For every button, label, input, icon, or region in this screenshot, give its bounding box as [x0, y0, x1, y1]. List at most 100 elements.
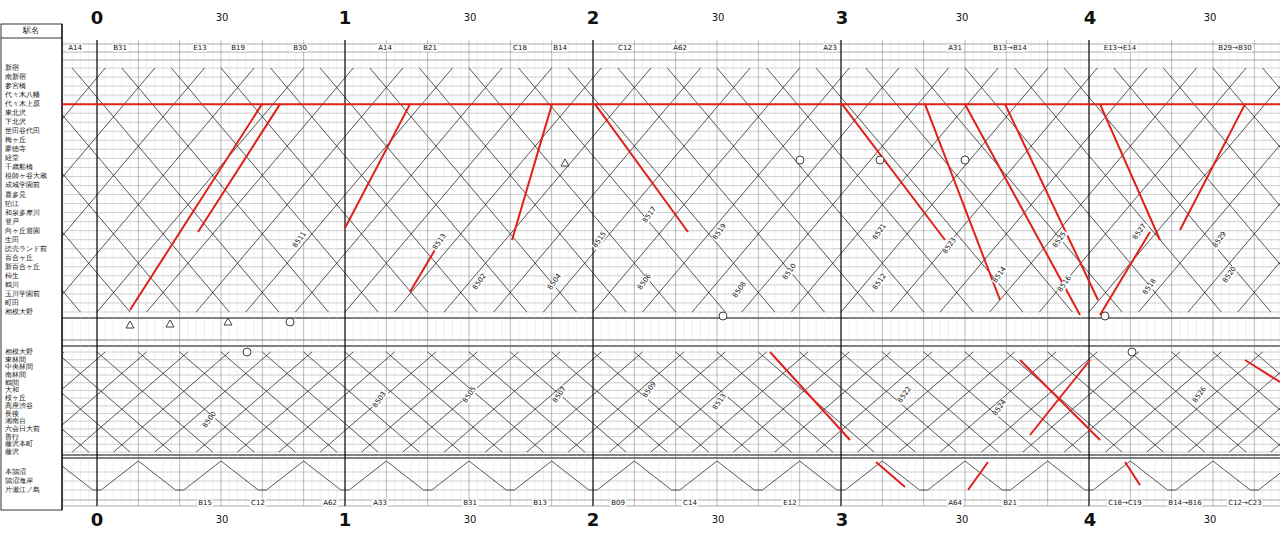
- hour-label: 4: [1083, 9, 1098, 27]
- station-name: 玉川学園前: [4, 290, 41, 297]
- station-name: 和泉多摩川: [4, 209, 41, 216]
- train-code: C12→C23: [1227, 500, 1262, 507]
- train-code: A14: [377, 45, 393, 52]
- station-name: 桜ヶ丘: [4, 395, 27, 402]
- station-name: 新百合ヶ丘: [4, 263, 41, 270]
- train-number: 8529: [1211, 230, 1228, 250]
- hour-label: 1: [338, 511, 353, 529]
- train-number: 8507: [551, 385, 568, 405]
- train-code: B31: [462, 500, 478, 507]
- train-number: 8523: [941, 236, 958, 256]
- train-number: 8515: [591, 230, 608, 250]
- station-name: 善行: [4, 433, 20, 440]
- hour-label: 2: [586, 511, 601, 529]
- hour-label: 30: [215, 515, 230, 525]
- station-name: 六会日大前: [4, 426, 41, 433]
- station-name: 相模大野: [4, 309, 34, 316]
- hour-label: 30: [711, 13, 726, 23]
- train-number: 8511: [291, 230, 308, 250]
- hour-label: 30: [1203, 515, 1218, 525]
- red-train-path: [62, 103, 1280, 105]
- train-paths: [62, 352, 1280, 452]
- train-number: 8508: [731, 280, 748, 300]
- station-name: 世田谷代田: [4, 128, 41, 135]
- train-code: B14→B16: [1167, 500, 1202, 507]
- station-name: 向ヶ丘遊園: [4, 227, 41, 234]
- station-name: 中央林間: [4, 364, 34, 371]
- train-code: B15: [197, 500, 213, 507]
- train-code: A31: [947, 45, 963, 52]
- train-number: 8522: [896, 385, 913, 405]
- station-name: 喜多見: [4, 191, 27, 198]
- stop-circles: [243, 156, 1136, 356]
- train-code: B19: [230, 45, 246, 52]
- train-paths: [62, 461, 1280, 490]
- station-name: 藤沢本町: [4, 441, 34, 448]
- station-name: 代々木上原: [4, 101, 41, 108]
- train-number: 8517: [641, 205, 658, 225]
- station-name: 長後: [4, 410, 20, 417]
- station-name: 代々木八幡: [4, 92, 41, 99]
- station-name: 生田: [4, 236, 20, 243]
- train-code: C12: [617, 45, 633, 52]
- train-number: 8509: [641, 380, 658, 400]
- time-grid: [64, 40, 1279, 506]
- train-code: A14: [67, 45, 83, 52]
- train-number: 8520: [1221, 265, 1238, 285]
- train-code: C18→C19: [1107, 500, 1142, 507]
- station-name: 片瀬江ノ島: [4, 487, 41, 494]
- train-number: 8516: [1056, 274, 1073, 294]
- train-code: B21: [422, 45, 438, 52]
- train-number: 8526: [1191, 385, 1208, 405]
- train-number: 8513: [711, 392, 728, 412]
- hour-label: 30: [711, 515, 726, 525]
- red-train-paths: [130, 104, 1280, 490]
- train-code: E12: [782, 500, 797, 507]
- station-name: 高座渋谷: [4, 403, 34, 410]
- hour-label: 30: [215, 13, 230, 23]
- station-name: 鶴川: [4, 281, 20, 288]
- train-number: 8514: [991, 265, 1008, 285]
- column-heading: 駅名: [22, 27, 40, 35]
- station-name: 湘南台: [4, 418, 27, 425]
- station-name: 藤沢: [4, 449, 20, 456]
- train-code: B21: [1002, 500, 1018, 507]
- train-code: C18: [512, 45, 528, 52]
- station-name: 鶴間: [4, 380, 20, 387]
- train-code: B14: [552, 45, 568, 52]
- station-name: 柿生: [4, 272, 20, 279]
- train-number: 8525: [1051, 230, 1068, 250]
- train-number: 8500: [201, 410, 218, 430]
- hour-label: 0: [90, 9, 105, 27]
- station-column: [1, 24, 62, 510]
- station-name: 祖師ヶ谷大蔵: [4, 173, 48, 180]
- station-name: 狛江: [4, 200, 20, 207]
- station-name: 読売ランド前: [4, 245, 48, 252]
- station-name: 町田: [4, 299, 20, 306]
- station-name: 南林間: [4, 372, 27, 379]
- hour-label: 1: [338, 9, 353, 27]
- train-number: 8513: [431, 232, 448, 252]
- train-code: A23: [822, 45, 838, 52]
- station-name: 百合ヶ丘: [4, 254, 34, 261]
- train-number: 8506: [636, 272, 653, 292]
- station-name: 登戸: [4, 218, 20, 225]
- hour-label: 2: [586, 9, 601, 27]
- train-number: 8519: [711, 222, 728, 242]
- train-number: 8524: [991, 398, 1008, 418]
- station-name: 大和: [4, 387, 20, 394]
- station-name: 新宿: [4, 65, 20, 72]
- train-number: 8512: [871, 272, 888, 292]
- train-code: B13→B14: [992, 45, 1027, 52]
- train-code: C14: [682, 500, 698, 507]
- station-name: 豪徳寺: [4, 146, 27, 153]
- station-name: 相模大野: [4, 349, 34, 356]
- train-code: A64: [947, 500, 963, 507]
- station-name: 鵠沼海岸: [4, 478, 34, 485]
- train-code: A62: [672, 45, 688, 52]
- station-name: 本鵠沼: [4, 469, 27, 476]
- train-code: B31: [112, 45, 128, 52]
- hour-label: 4: [1083, 511, 1098, 529]
- train-number: 8521: [871, 222, 888, 242]
